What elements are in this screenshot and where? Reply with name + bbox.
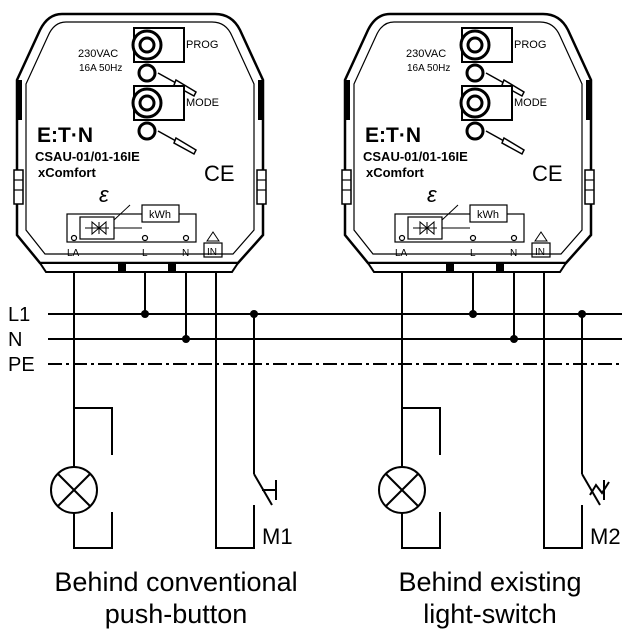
warning-triangle-icon: [206, 231, 220, 242]
junction-dot: [141, 310, 149, 318]
internal-circuit: kWh: [394, 204, 525, 243]
led-indicator: [137, 63, 157, 83]
caption-right-line-1: Behind existing: [398, 567, 582, 597]
device-inner-outline: [353, 21, 583, 255]
model-text: CSAU-01/01-16IE: [363, 149, 468, 164]
actuator-device-right: 230VAC 16A 50Hz PROG MODE E:T·N CSAU-01/…: [341, 12, 595, 273]
switch-label-m2: M2: [590, 524, 621, 549]
base-notch: [168, 264, 176, 271]
terminal-n: N: [182, 248, 189, 259]
internal-circuit: kWh: [66, 204, 197, 243]
caption-right: Behind existing light-switch: [340, 566, 633, 630]
series-text: xComfort: [366, 165, 424, 180]
device-inner-outline: [25, 21, 255, 255]
led-indicator: [465, 121, 485, 141]
brand-logo: E:T·N: [365, 124, 421, 147]
side-clip-left: [341, 169, 352, 205]
terminal-in: IN: [207, 247, 217, 258]
energy-symbol: ε: [99, 182, 109, 207]
lamp-icon: [50, 466, 98, 514]
screwdriver-icon: [157, 130, 197, 156]
brand-logo: E:T·N: [37, 124, 93, 147]
prog-label: PROG: [186, 39, 218, 51]
device-base: [38, 262, 240, 273]
push-button-switch-icon: [253, 470, 277, 548]
voltage-text: 230VAC: [406, 48, 446, 60]
kwh-label: kWh: [477, 209, 499, 221]
actuator-device-left: 230VAC 16A 50Hz PROG MODE E:T·N CSAU-01/…: [13, 12, 267, 273]
light-switch-icon: [581, 470, 610, 548]
side-clip-right: [256, 169, 267, 205]
side-rail-right: [586, 80, 592, 120]
junction-dot: [182, 335, 190, 343]
junction-dot: [510, 335, 518, 343]
terminal-la: LA: [67, 248, 80, 259]
junction-dot: [250, 310, 258, 318]
rating-text: 16A 50Hz: [79, 63, 122, 74]
base-notch: [118, 264, 126, 271]
terminal-in: IN: [535, 247, 545, 258]
l1-label: L1: [8, 304, 30, 326]
base-notch: [446, 264, 454, 271]
prog-label: PROG: [514, 39, 546, 51]
screwdriver-icon: [485, 130, 525, 156]
caption-left-line-1: Behind conventional: [54, 567, 298, 597]
n-label: N: [8, 329, 22, 351]
side-rail-right: [258, 80, 264, 120]
ce-mark: CE: [532, 161, 563, 186]
terminal-la: LA: [395, 248, 408, 259]
lamp-icon: [378, 466, 426, 514]
caption-left: Behind conventional push-button: [26, 566, 326, 630]
caption-right-line-2: light-switch: [423, 599, 557, 629]
mode-label: MODE: [186, 97, 219, 109]
kwh-meter: [469, 204, 508, 223]
rating-text: 16A 50Hz: [407, 63, 450, 74]
device-base: [366, 262, 568, 273]
junction-dot: [469, 310, 477, 318]
terminal-l: L: [142, 248, 148, 259]
voltage-text: 230VAC: [78, 48, 118, 60]
series-text: xComfort: [38, 165, 96, 180]
terminal-n: N: [510, 248, 517, 259]
kwh-meter: [141, 204, 180, 223]
warning-triangle-icon: [534, 231, 548, 242]
led-indicator: [137, 121, 157, 141]
side-rail-left: [16, 80, 22, 120]
caption-left-line-2: push-button: [104, 599, 248, 629]
kwh-label: kWh: [149, 209, 171, 221]
base-notch: [496, 264, 504, 271]
ce-mark: CE: [204, 161, 235, 186]
side-clip-left: [13, 169, 24, 205]
led-indicator: [465, 63, 485, 83]
terminal-l: L: [470, 248, 476, 259]
side-clip-right: [584, 169, 595, 205]
model-text: CSAU-01/01-16IE: [35, 149, 140, 164]
mode-label: MODE: [514, 97, 547, 109]
side-rail-left: [344, 80, 350, 120]
switch-label-m1: M1: [262, 524, 293, 549]
energy-symbol: ε: [427, 182, 437, 207]
junction-dot: [578, 310, 586, 318]
pe-label: PE: [8, 354, 35, 376]
